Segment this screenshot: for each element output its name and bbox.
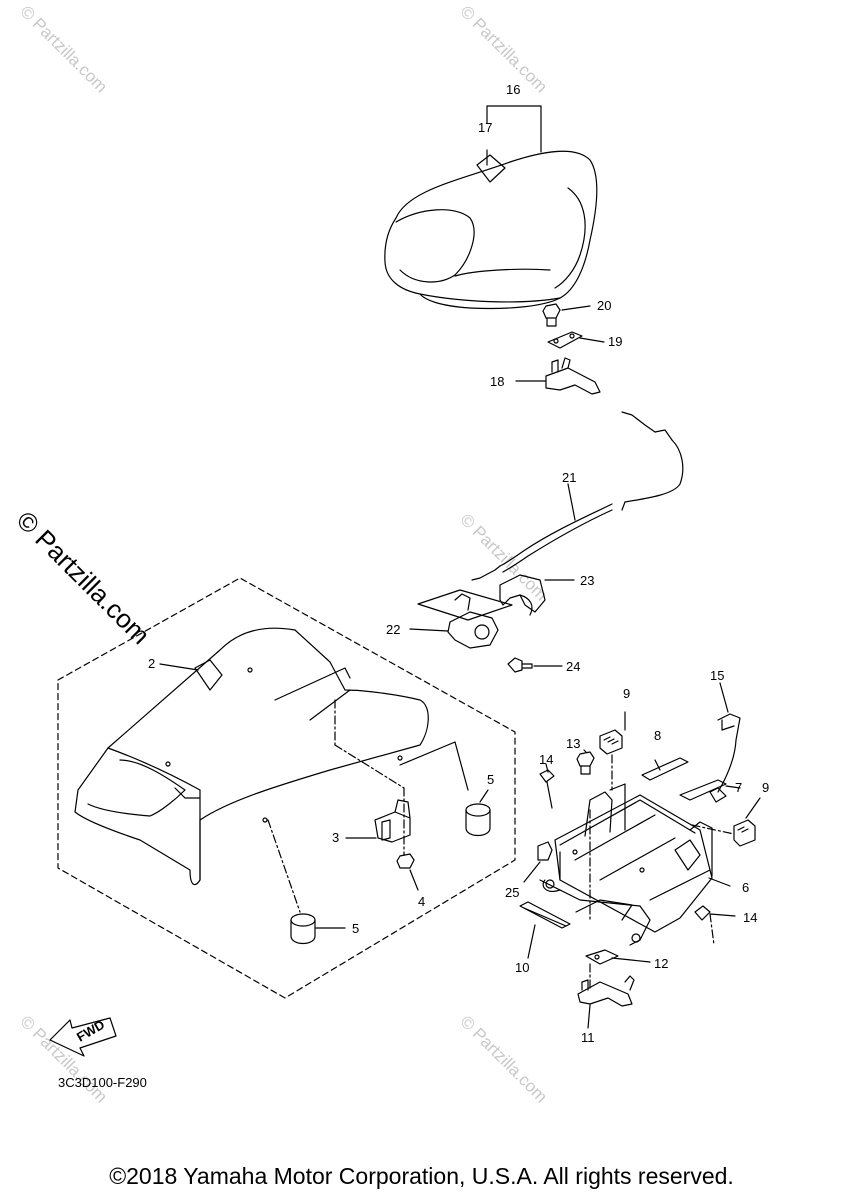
part-22-lock bbox=[417, 589, 513, 649]
callout-11: 11 bbox=[581, 1030, 595, 1045]
part-3-bracket bbox=[374, 799, 411, 843]
callout-12: 12 bbox=[654, 956, 668, 971]
callout-22: 22 bbox=[386, 622, 400, 637]
part-13-nut bbox=[576, 751, 595, 775]
part-24-bolt bbox=[507, 657, 533, 673]
part-4-nut bbox=[396, 853, 415, 869]
callout-8: 8 bbox=[654, 728, 661, 743]
part-20-nut bbox=[542, 303, 561, 327]
callout-24: 24 bbox=[566, 659, 580, 674]
callout-23: 23 bbox=[580, 573, 594, 588]
part-23-bracket bbox=[499, 574, 546, 616]
part-14-bolt-right bbox=[694, 905, 736, 921]
callout-18: 18 bbox=[490, 374, 504, 389]
part-15-strap bbox=[709, 713, 741, 803]
part-21-cable bbox=[471, 411, 684, 581]
callout-5b: 5 bbox=[352, 921, 359, 936]
part-12-plate bbox=[585, 949, 619, 965]
callout-25: 25 bbox=[505, 885, 519, 900]
callout-14a: 14 bbox=[539, 752, 553, 767]
copyright-footer: ©2018 Yamaha Motor Corporation, U.S.A. A… bbox=[109, 1163, 734, 1189]
callout-16: 16 bbox=[506, 82, 520, 97]
part-25-clip bbox=[537, 841, 553, 861]
part-5-damper-upper bbox=[465, 803, 491, 837]
callout-14b: 14 bbox=[743, 910, 757, 925]
callout-19: 19 bbox=[608, 334, 622, 349]
callout-15: 15 bbox=[710, 668, 724, 683]
callout-9a: 9 bbox=[623, 686, 630, 701]
callout-5a: 5 bbox=[487, 772, 494, 787]
fwd-arrow-icon bbox=[49, 1017, 117, 1057]
callout-17: 17 bbox=[478, 120, 492, 135]
part-5-damper-lower bbox=[290, 913, 316, 945]
diagram-code: 3C3D100-F290 bbox=[58, 1075, 147, 1090]
callout-4: 4 bbox=[418, 894, 425, 909]
callout-7: 7 bbox=[735, 780, 742, 795]
callout-labels: 2 3 4 5 5 6 7 8 9 9 10 11 12 13 14 14 15… bbox=[148, 82, 769, 1045]
callout-13: 13 bbox=[566, 736, 580, 751]
callout-2: 2 bbox=[148, 656, 155, 671]
part-8-strip bbox=[641, 757, 689, 781]
part-7-strip bbox=[679, 779, 727, 801]
callout-9b: 9 bbox=[762, 780, 769, 795]
callout-3: 3 bbox=[332, 830, 339, 845]
part-11-hook bbox=[577, 975, 635, 1007]
callout-20: 20 bbox=[597, 298, 611, 313]
seat-bracket-frame bbox=[539, 783, 713, 946]
part-14-bolt-left bbox=[539, 769, 555, 809]
callout-6: 6 bbox=[742, 880, 749, 895]
part-9-pad-upper bbox=[599, 729, 623, 755]
upper-seat-drawing bbox=[384, 105, 598, 310]
part-19-plate bbox=[547, 331, 583, 349]
part-10-strip bbox=[519, 901, 571, 929]
part-18-hook bbox=[545, 357, 601, 395]
part-9-pad-right bbox=[733, 819, 756, 847]
callout-10: 10 bbox=[515, 960, 529, 975]
callout-21: 21 bbox=[562, 470, 576, 485]
lower-seat-drawing bbox=[74, 627, 429, 886]
